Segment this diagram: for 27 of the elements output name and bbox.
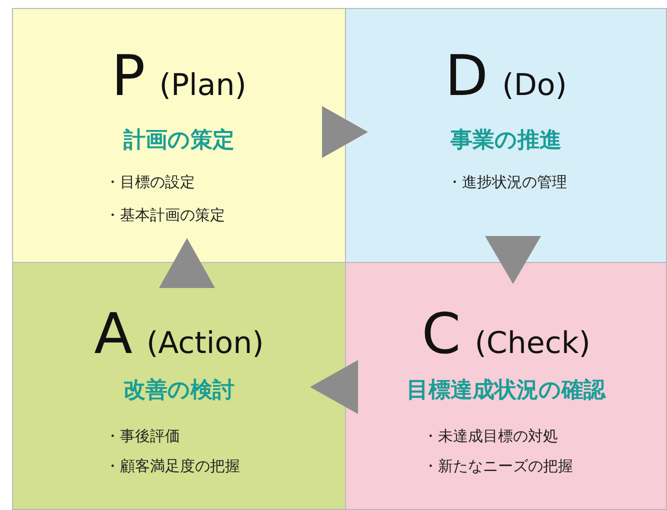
flow-arrow [322, 106, 368, 158]
phase-heading: 改善の検討 [122, 376, 236, 405]
phase-heading: 目標達成状況の確認 [406, 377, 607, 405]
phase-letter: A [94, 302, 132, 367]
quadrant-panel [12, 262, 346, 510]
bullet-item: ・基本計画の策定 [105, 206, 225, 225]
phase-name: (Action) [146, 326, 264, 361]
quadrant-panel [345, 8, 667, 263]
phase-name: (Check) [474, 326, 590, 361]
phase-heading: 計画の策定 [122, 126, 236, 155]
phase-letter: D [445, 44, 488, 109]
quadrant-panel [12, 8, 346, 263]
quadrant-panel [345, 262, 667, 510]
phase-name: (Plan) [159, 68, 246, 103]
bullet-item: ・未達成目標の対処 [423, 427, 558, 446]
phase-heading: 事業の推進 [450, 127, 562, 155]
phase-letter: P [111, 44, 146, 109]
bullet-item: ・目標の設定 [105, 173, 195, 192]
bullet-item: ・新たなニーズの把握 [423, 457, 573, 476]
bullet-item: ・顧客満足度の把握 [105, 457, 240, 476]
bullet-item: ・進捗状況の管理 [447, 173, 567, 192]
flow-arrow [310, 360, 358, 414]
bullet-item: ・事後評価 [105, 427, 180, 446]
flow-arrow [159, 238, 215, 288]
phase-name: (Do) [502, 68, 567, 103]
flow-arrow [485, 236, 541, 284]
phase-letter: C [422, 302, 461, 367]
